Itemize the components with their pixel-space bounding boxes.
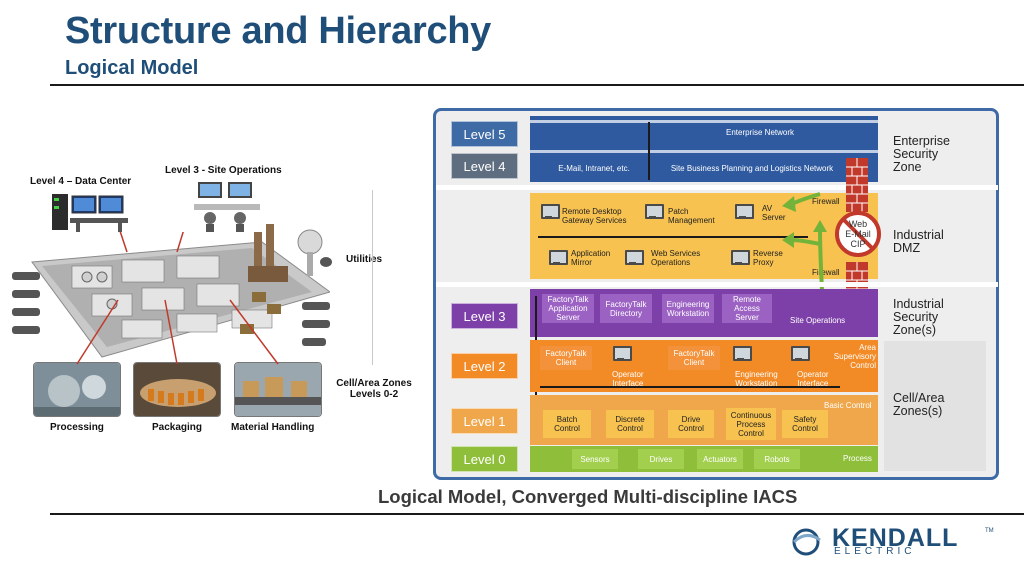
site-operations-image bbox=[194, 182, 260, 232]
robots-box: Robots bbox=[754, 449, 800, 469]
illustration-divider bbox=[372, 190, 373, 365]
level-4-label: Level 4 bbox=[451, 153, 518, 179]
level-3-label: Level 3 bbox=[451, 303, 518, 329]
site-ops-label: Level 3 - Site Operations bbox=[165, 165, 282, 176]
operator-interface-2-icon bbox=[790, 346, 810, 362]
dmz-industrial-separator bbox=[436, 282, 998, 287]
callout-lines bbox=[76, 299, 279, 365]
level-1-label: Level 1 bbox=[451, 408, 518, 434]
kendall-electric-logo: KENDALL TM ELECTRIC bbox=[788, 524, 998, 560]
page-subtitle: Logical Model bbox=[65, 57, 199, 79]
sensors-box: Sensors bbox=[572, 449, 618, 469]
footer-divider bbox=[50, 513, 1024, 515]
blocked-traffic-icon bbox=[835, 211, 881, 257]
cell-zone-box bbox=[884, 341, 986, 471]
site-operations-label: Site Operations bbox=[790, 316, 846, 325]
patch-management-icon bbox=[644, 204, 664, 220]
application-mirror-icon bbox=[548, 250, 568, 266]
traffic-arrows bbox=[782, 192, 827, 291]
diagram-caption: Logical Model, Converged Multi-disciplin… bbox=[378, 486, 798, 507]
basic-control-label: Basic Control bbox=[824, 401, 872, 410]
enterprise-network-label: Enterprise Network bbox=[725, 128, 795, 137]
process-label: Process bbox=[843, 454, 872, 463]
enterprise-network-line bbox=[530, 120, 878, 123]
utilities-image bbox=[248, 224, 332, 282]
level-2-label: Level 2 bbox=[451, 353, 518, 379]
level2-bus-line bbox=[540, 386, 840, 388]
packaging-photo bbox=[133, 362, 221, 417]
cell-area-label: Cell/Area Zones Levels 0-2 bbox=[336, 378, 412, 400]
firewall-top-icon bbox=[846, 158, 868, 212]
site-planning-label: Site Business Planning and Logistics Net… bbox=[670, 164, 834, 173]
material-handling-photo bbox=[234, 362, 322, 417]
remote-desktop-icon bbox=[540, 204, 560, 220]
web-services-icon bbox=[624, 250, 644, 266]
enterprise-uplink bbox=[648, 122, 650, 180]
logo-sub: ELECTRIC bbox=[834, 546, 916, 557]
firewall-top-label: Firewall bbox=[812, 197, 840, 206]
drives-box: Drives bbox=[638, 449, 684, 469]
level-5-label: Level 5 bbox=[451, 121, 518, 147]
processing-photo bbox=[33, 362, 121, 417]
datacenter-image bbox=[52, 194, 128, 232]
operator-interface-1-icon bbox=[612, 346, 632, 362]
enterprise-dmz-separator bbox=[436, 185, 998, 190]
email-intranet-label: E-Mail, Intranet, etc. bbox=[558, 164, 630, 173]
utilities-label: Utilities bbox=[346, 254, 383, 265]
level-0-label: Level 0 bbox=[451, 446, 518, 472]
dmz-bus-line bbox=[538, 236, 808, 238]
reverse-proxy-icon bbox=[730, 250, 750, 266]
actuators-box: Actuators bbox=[697, 449, 743, 469]
logo-name: KENDALL bbox=[832, 524, 959, 552]
datacenter-label: Level 4 – Data Center bbox=[30, 176, 132, 187]
page-title: Structure and Hierarchy bbox=[65, 10, 492, 52]
level4-network-line bbox=[530, 150, 878, 153]
firewall-bottom-label: Firewall bbox=[812, 268, 840, 277]
eng-workstation-l2-icon bbox=[732, 346, 752, 362]
logo-tm: TM bbox=[985, 528, 994, 534]
packaging-label: Packaging bbox=[152, 422, 203, 433]
av-server-icon bbox=[734, 204, 754, 220]
processing-label: Processing bbox=[50, 422, 104, 433]
kendall-swoosh-icon bbox=[792, 528, 821, 556]
enterprise-band bbox=[530, 116, 878, 182]
material-handling-label: Material Handling bbox=[231, 422, 315, 433]
header-divider bbox=[50, 84, 1024, 86]
